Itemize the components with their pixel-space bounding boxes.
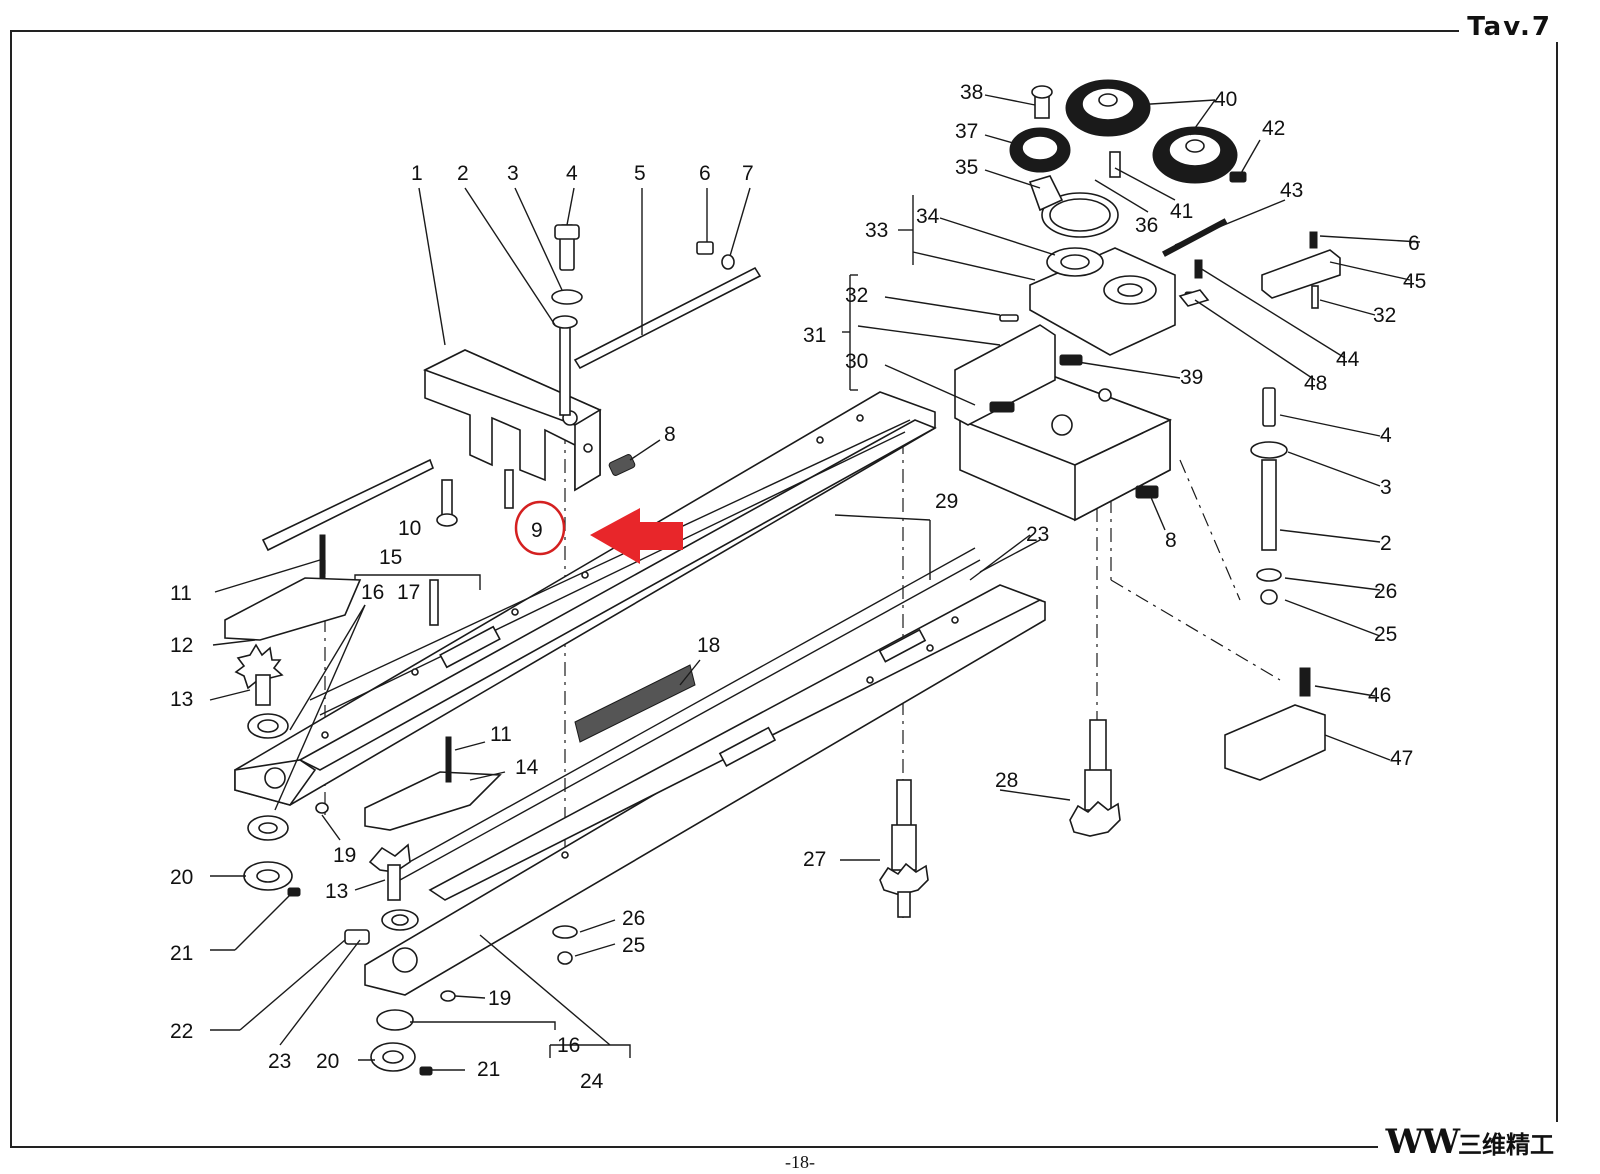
highlight-circle xyxy=(514,500,566,556)
callout-15: 15 xyxy=(379,546,402,569)
callout-20-b: 20 xyxy=(316,1050,339,1073)
callout-47: 47 xyxy=(1390,747,1413,770)
callout-44: 44 xyxy=(1336,348,1360,371)
callout-13-b: 13 xyxy=(325,880,348,903)
callout-14: 14 xyxy=(515,756,539,779)
callout-43: 43 xyxy=(1280,179,1303,202)
callout-36: 36 xyxy=(1135,214,1158,237)
drawing-frame xyxy=(10,30,1558,1148)
callout-13: 13 xyxy=(170,688,193,711)
callout-32-b: 32 xyxy=(1373,304,1396,327)
page-number: -18- xyxy=(785,1152,815,1172)
callout-25-b: 25 xyxy=(1374,623,1397,646)
right-side-parts xyxy=(1178,231,1341,781)
leader-lines xyxy=(209,94,1421,1071)
callout-11-b: 11 xyxy=(490,723,512,746)
highlight-arrow-icon xyxy=(590,508,683,564)
callout-19-b: 19 xyxy=(488,987,511,1010)
callout-6-b: 6 xyxy=(1408,232,1420,255)
callout-48: 48 xyxy=(1304,372,1327,395)
callout-31: 31 xyxy=(803,324,826,347)
callout-3-b: 3 xyxy=(1380,476,1392,499)
bracket-part-1 xyxy=(422,349,602,492)
small-parts-top-left xyxy=(224,224,735,641)
pulley-set-left xyxy=(234,643,456,1076)
upper-slide-rail xyxy=(234,391,937,806)
callout-18: 18 xyxy=(697,634,720,657)
callout-26-b: 26 xyxy=(1374,580,1397,603)
callout-labels: 1 2 3 4 5 6 7 8 9 10 11 12 13 15 16 17 1… xyxy=(170,81,1426,1093)
callout-20: 20 xyxy=(170,866,193,889)
lower-slide-rail xyxy=(364,547,1046,996)
callout-22: 22 xyxy=(170,1020,193,1043)
callout-24: 24 xyxy=(580,1070,604,1093)
callout-23: 23 xyxy=(268,1050,291,1073)
callout-2-b: 2 xyxy=(1380,532,1392,555)
callout-7: 7 xyxy=(742,162,754,185)
callout-28: 28 xyxy=(995,769,1018,792)
callout-33: 33 xyxy=(865,219,888,242)
callout-17: 17 xyxy=(397,581,420,604)
callout-29: 29 xyxy=(935,490,958,513)
callout-8: 8 xyxy=(664,423,676,446)
callout-42: 42 xyxy=(1262,117,1285,140)
callout-10: 10 xyxy=(398,517,421,540)
callout-32: 32 xyxy=(845,284,868,307)
callout-35: 35 xyxy=(955,156,978,179)
carriage-assembly xyxy=(954,314,1173,522)
callout-4-b: 4 xyxy=(1380,424,1392,447)
callout-37: 37 xyxy=(955,120,978,143)
callout-23-b: 23 xyxy=(1026,523,1049,546)
callout-16: 16 xyxy=(361,581,384,604)
callout-11: 11 xyxy=(170,582,192,605)
callout-39: 39 xyxy=(1180,366,1203,389)
plate-title: Tav.7 xyxy=(1459,12,1560,42)
callout-41: 41 xyxy=(1170,200,1193,223)
rod-part-5 xyxy=(261,266,762,552)
shafts xyxy=(879,719,1121,918)
callout-5: 5 xyxy=(634,162,646,185)
gear-housing xyxy=(1028,175,1204,356)
callout-8-b: 8 xyxy=(1165,529,1177,552)
callout-27: 27 xyxy=(803,848,826,871)
callout-30: 30 xyxy=(845,350,868,373)
callout-45: 45 xyxy=(1403,270,1426,293)
callout-12: 12 xyxy=(170,634,193,657)
highlight-annotation xyxy=(514,500,683,564)
callout-19: 19 xyxy=(333,844,356,867)
callout-6: 6 xyxy=(699,162,711,185)
gears xyxy=(1009,79,1247,257)
callout-16-b: 16 xyxy=(557,1034,580,1057)
callout-46: 46 xyxy=(1368,684,1391,707)
callout-3: 3 xyxy=(507,162,519,185)
brand-name: 三维精工 xyxy=(1458,1130,1554,1159)
callout-2: 2 xyxy=(457,162,469,185)
callout-38: 38 xyxy=(960,81,983,104)
chain-and-plate xyxy=(364,664,696,965)
brand-mark-2: W xyxy=(1421,1122,1460,1162)
callout-25: 25 xyxy=(622,934,645,957)
callout-40: 40 xyxy=(1214,88,1237,111)
brand-mark: W xyxy=(1385,1122,1424,1162)
callout-34: 34 xyxy=(916,205,940,228)
callout-26: 26 xyxy=(622,907,645,930)
callout-21: 21 xyxy=(170,942,193,965)
callout-21-b: 21 xyxy=(477,1058,500,1081)
callout-9: 9 xyxy=(531,519,543,542)
callout-1: 1 xyxy=(411,162,423,185)
callout-4: 4 xyxy=(566,162,578,185)
